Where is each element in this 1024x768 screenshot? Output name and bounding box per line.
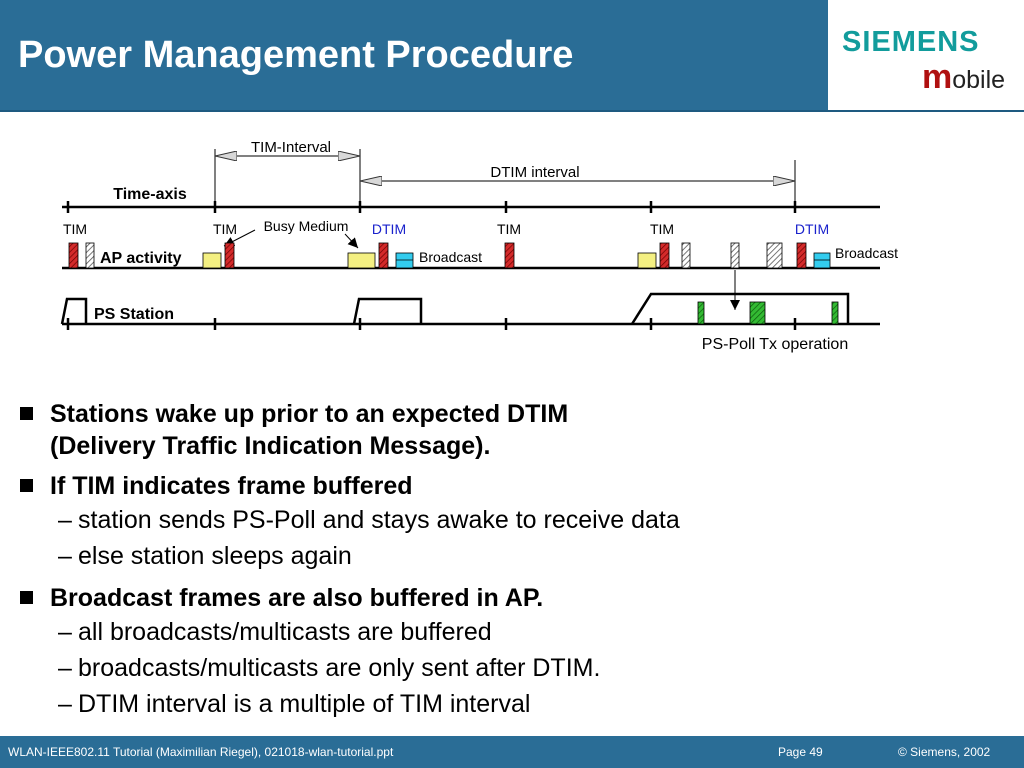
- beacon-frame: [504, 242, 515, 269]
- sub-bullet-text: DTIM interval is a multiple of TIM inter…: [78, 690, 531, 718]
- ps-poll-frame: [697, 301, 705, 325]
- sub-bullet-item: –all broadcasts/multicasts are buffered: [58, 618, 492, 646]
- footer-page-number: Page 49: [778, 745, 823, 759]
- tim-interval-label: TIM-Interval: [251, 139, 331, 156]
- data-frame: [730, 242, 740, 269]
- bullet-item: Stations wake up prior to an expected DT…: [18, 398, 1008, 430]
- beacon-label-tim: TIM: [650, 221, 674, 237]
- broadcast-frame: [813, 252, 831, 269]
- bullet-text: Stations wake up prior to an expected DT…: [50, 400, 569, 428]
- bullet-text: If TIM indicates frame buffered: [50, 472, 413, 500]
- logo-brand-text: SIEMENS: [842, 26, 980, 58]
- logo-sub-text: mobile: [922, 58, 1005, 97]
- busy-medium-frame: [637, 252, 657, 269]
- busy-medium-arrow-right: [344, 233, 359, 249]
- sub-bullet-text: else station sleeps again: [78, 542, 352, 570]
- dtim-interval-label: DTIM interval: [490, 164, 579, 181]
- footer-copyright: © Siemens, 2002: [898, 745, 991, 759]
- time-axis-ticks: [66, 201, 797, 213]
- data-frame: [85, 242, 95, 269]
- ps-poll-frame: [749, 301, 766, 325]
- ps-station-awake-period: [352, 297, 423, 325]
- beacon-frame: [796, 242, 807, 269]
- bullet-square-icon: [20, 591, 33, 604]
- bullet-text: Broadcast frames are also buffered in AP…: [50, 584, 544, 612]
- ps-station-awake-period: [630, 292, 850, 325]
- beacon-label-tim: TIM: [63, 221, 87, 237]
- ps-poll-label: PS-Poll Tx operation: [702, 336, 848, 353]
- beacon-label-tim: TIM: [213, 221, 237, 237]
- sub-bullet-text: station sends PS-Poll and stays awake to…: [78, 506, 680, 534]
- footer-source-text: WLAN-IEEE802.11 Tutorial (Maximilian Rie…: [8, 745, 394, 759]
- siemens-mobile-logo: SIEMENS mobile: [830, 0, 1024, 110]
- slide-header: Power Management Procedure SIEMENS mobil…: [0, 0, 1024, 112]
- beacon-frame: [378, 242, 389, 269]
- time-axis-label: Time-axis: [113, 186, 187, 203]
- ps-station-awake-period: [60, 297, 88, 325]
- broadcast-frame: [395, 252, 414, 269]
- sub-bullet-item: –station sends PS-Poll and stays awake t…: [58, 506, 680, 534]
- bullet-item: If TIM indicates frame buffered: [18, 470, 1008, 502]
- ap-activity-label: AP activity: [100, 250, 182, 267]
- busy-medium-label: Busy Medium: [264, 218, 349, 234]
- busy-medium-frame: [202, 252, 222, 269]
- sub-bullet-item: –DTIM interval is a multiple of TIM inte…: [58, 690, 531, 718]
- sub-bullet-text: broadcasts/multicasts are only sent afte…: [78, 654, 601, 682]
- slide-title: Power Management Procedure: [18, 34, 574, 76]
- bullet-text: (Delivery Traffic Indication Message).: [50, 432, 491, 460]
- bullet-list: Stations wake up prior to an expected DT…: [18, 398, 1008, 722]
- beacon-label-dtim: DTIM: [795, 221, 829, 237]
- ps-station-label: PS Station: [94, 306, 174, 323]
- broadcast-label: Broadcast: [835, 245, 898, 261]
- logo-m-letter: m: [922, 58, 953, 96]
- sub-bullet-item: –else station sleeps again: [58, 542, 352, 570]
- beacon-frame: [68, 242, 79, 269]
- power-management-diagram: TIM-Interval DTIM interval Time-axis TIM…: [60, 139, 898, 353]
- data-frame: [681, 242, 691, 269]
- ps-station-ticks: [66, 318, 797, 330]
- bullet-square-icon: [20, 407, 33, 420]
- broadcast-label: Broadcast: [419, 249, 482, 265]
- beacon-frame: [224, 242, 235, 269]
- slide-footer: WLAN-IEEE802.11 Tutorial (Maximilian Rie…: [0, 736, 1024, 768]
- sub-bullet-item: –broadcasts/multicasts are only sent aft…: [58, 654, 601, 682]
- bullet-square-icon: [20, 479, 33, 492]
- bullet-item-continuation: (Delivery Traffic Indication Message).: [18, 430, 1008, 462]
- data-frame: [766, 242, 783, 269]
- header-divider: [0, 110, 1024, 112]
- logo-sub-rest: obile: [952, 66, 1006, 94]
- bullet-item: Broadcast frames are also buffered in AP…: [18, 582, 1008, 614]
- sub-bullet-text: all broadcasts/multicasts are buffered: [78, 618, 492, 646]
- title-bar: Power Management Procedure: [0, 0, 828, 110]
- beacon-frame: [659, 242, 670, 269]
- busy-medium-frame: [347, 252, 376, 269]
- beacon-label-tim: TIM: [497, 221, 521, 237]
- beacon-label-dtim: DTIM: [372, 221, 406, 237]
- ps-poll-frame: [831, 301, 839, 325]
